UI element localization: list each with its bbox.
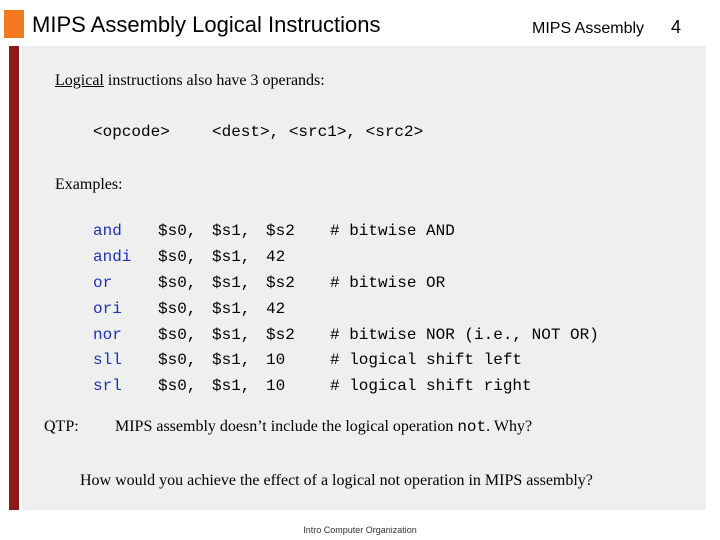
code-line: andi $s0, $s1, 42 bbox=[0, 248, 720, 274]
title-accent-square bbox=[4, 10, 24, 38]
code-src2: $s2 bbox=[266, 222, 295, 240]
code-src2: 10 bbox=[266, 351, 286, 369]
examples-label: Examples: bbox=[55, 176, 123, 193]
code-comment: # logical shift right bbox=[330, 377, 532, 395]
code-dest: $s0, bbox=[158, 326, 197, 344]
code-src1: $s1, bbox=[212, 326, 251, 344]
intro-rest: instructions also have 3 operands: bbox=[103, 72, 325, 89]
code-comment: # bitwise OR bbox=[330, 274, 446, 292]
qtp-text-after: . Why? bbox=[486, 418, 533, 435]
code-src1: $s1, bbox=[212, 351, 251, 369]
code-dest: $s0, bbox=[158, 222, 197, 240]
syntax-operands: <dest>, <src1>, <src2> bbox=[212, 123, 424, 141]
code-dest: $s0, bbox=[158, 377, 197, 395]
code-opcode: sll bbox=[93, 351, 122, 369]
footer-course-name: Intro Computer Organization bbox=[303, 525, 417, 535]
code-src1: $s1, bbox=[212, 300, 251, 318]
code-src1: $s1, bbox=[212, 222, 251, 240]
qtp-statement: MIPS assembly doesn’t include the logica… bbox=[115, 418, 532, 436]
code-line: sll $s0, $s1, 10 # logical shift left bbox=[0, 351, 720, 377]
code-comment: # bitwise NOR (i.e., NOT OR) bbox=[330, 326, 599, 344]
code-line: ori $s0, $s1, 42 bbox=[0, 300, 720, 326]
code-src2: $s2 bbox=[266, 274, 295, 292]
code-opcode: or bbox=[93, 274, 113, 292]
page-number: 4 bbox=[671, 17, 682, 37]
slide-title: MIPS Assembly Logical Instructions bbox=[32, 12, 381, 37]
code-opcode: srl bbox=[93, 377, 122, 395]
code-line: nor $s0, $s1, $s2 # bitwise NOR (i.e., N… bbox=[0, 326, 720, 352]
code-opcode: nor bbox=[93, 326, 122, 344]
qtp-label: QTP: bbox=[44, 418, 79, 435]
code-comment: # bitwise AND bbox=[330, 222, 455, 240]
header-course-label: MIPS Assembly bbox=[532, 20, 645, 37]
followup-question: How would you achieve the effect of a lo… bbox=[80, 472, 593, 489]
code-src2: 10 bbox=[266, 377, 286, 395]
qtp-code-word: not bbox=[457, 418, 487, 436]
code-line: or $s0, $s1, $s2 # bitwise OR bbox=[0, 274, 720, 300]
code-src1: $s1, bbox=[212, 377, 251, 395]
code-src1: $s1, bbox=[212, 248, 251, 266]
code-src1: $s1, bbox=[212, 274, 251, 292]
intro-keyword: Logical bbox=[55, 72, 104, 89]
code-dest: $s0, bbox=[158, 300, 197, 318]
code-dest: $s0, bbox=[158, 351, 197, 369]
intro-sentence: Logical instructions also have 3 operand… bbox=[55, 72, 325, 90]
code-opcode: andi bbox=[93, 248, 132, 266]
code-line: srl $s0, $s1, 10 # logical shift right bbox=[0, 377, 720, 403]
code-src2: $s2 bbox=[266, 326, 295, 344]
code-dest: $s0, bbox=[158, 248, 197, 266]
code-comment: # logical shift left bbox=[330, 351, 523, 369]
qtp-text-before: MIPS assembly doesn’t include the logica… bbox=[115, 418, 458, 435]
content-panel bbox=[22, 46, 706, 510]
code-line: and $s0, $s1, $s2 # bitwise AND bbox=[0, 222, 720, 248]
code-dest: $s0, bbox=[158, 274, 197, 292]
code-opcode: and bbox=[93, 222, 122, 240]
left-accent-bar bbox=[9, 46, 19, 510]
code-src2: 42 bbox=[266, 248, 286, 266]
code-opcode: ori bbox=[93, 300, 122, 318]
code-src2: 42 bbox=[266, 300, 286, 318]
syntax-opcode: <opcode> bbox=[93, 123, 170, 141]
